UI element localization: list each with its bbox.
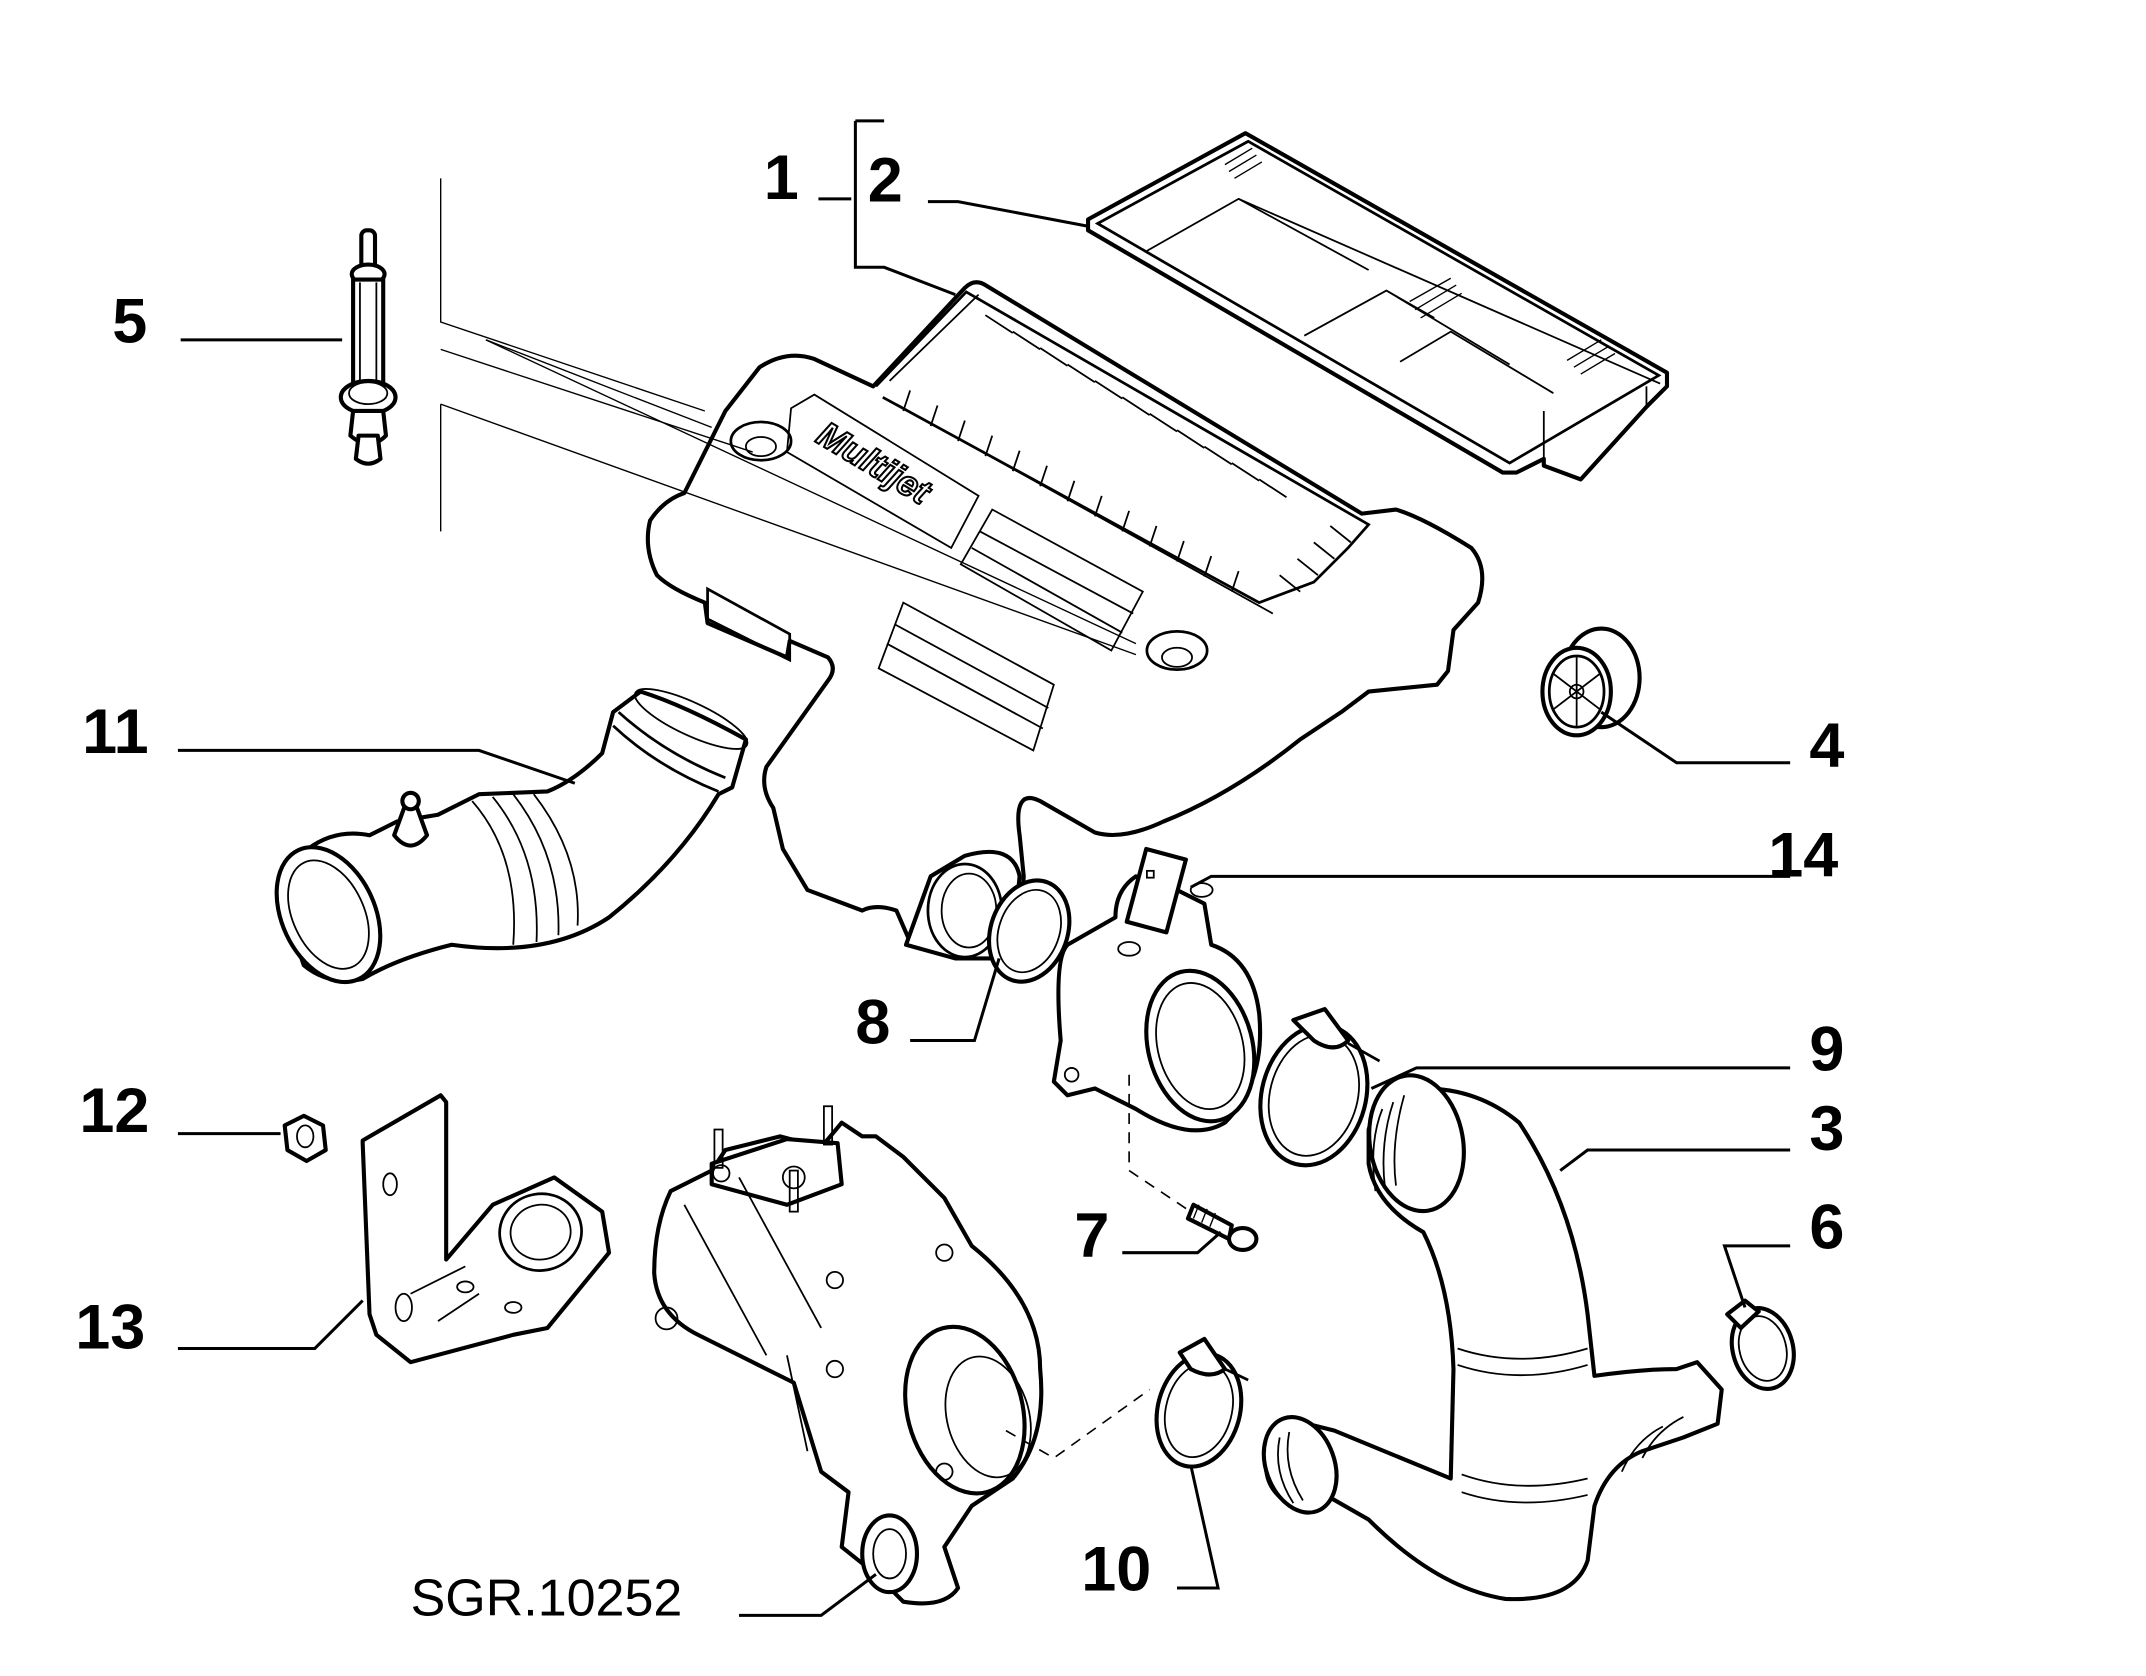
part-air-flow-meter [1051, 846, 1263, 1133]
callout-1: 1 [764, 143, 799, 213]
callout-13: 13 [75, 1292, 145, 1362]
leader-lines [177, 119, 1791, 1617]
callout-3: 3 [1809, 1094, 1844, 1164]
callout-6: 6 [1809, 1193, 1844, 1263]
callout-8: 8 [855, 987, 890, 1057]
part-screw [1185, 1202, 1259, 1253]
part-stud [338, 228, 398, 466]
callout-7: 7 [1074, 1201, 1109, 1271]
part-nut [282, 1113, 328, 1164]
part-hose-clamp-10 [1154, 1336, 1249, 1469]
part-intake-duct [274, 688, 749, 985]
callout-labels: 1 2 3 4 5 6 7 8 9 10 11 12 13 14 SGR.102… [75, 143, 1844, 1628]
callout-4: 4 [1809, 711, 1844, 781]
callout-5: 5 [112, 287, 147, 357]
part-hose-clamp-6 [1725, 1298, 1796, 1391]
callout-11: 11 [82, 697, 149, 767]
callout-2: 2 [868, 146, 903, 216]
turbocharger-assembly [652, 1105, 1044, 1606]
callout-14: 14 [1768, 820, 1838, 890]
part-grommet [1540, 626, 1642, 738]
callout-9: 9 [1809, 1015, 1844, 1085]
part-bracket [360, 1093, 612, 1365]
reference-code: SGR.10252 [411, 1569, 683, 1627]
part-hose-clamp-9 [1258, 1007, 1381, 1168]
part-duct-3 [1261, 1073, 1724, 1602]
callout-10: 10 [1081, 1535, 1151, 1605]
part-air-cleaner-housing: Multijet [645, 280, 1485, 961]
part-seal-ring [986, 878, 1072, 984]
part-filter-element [1086, 131, 1670, 482]
callout-12: 12 [79, 1076, 149, 1146]
